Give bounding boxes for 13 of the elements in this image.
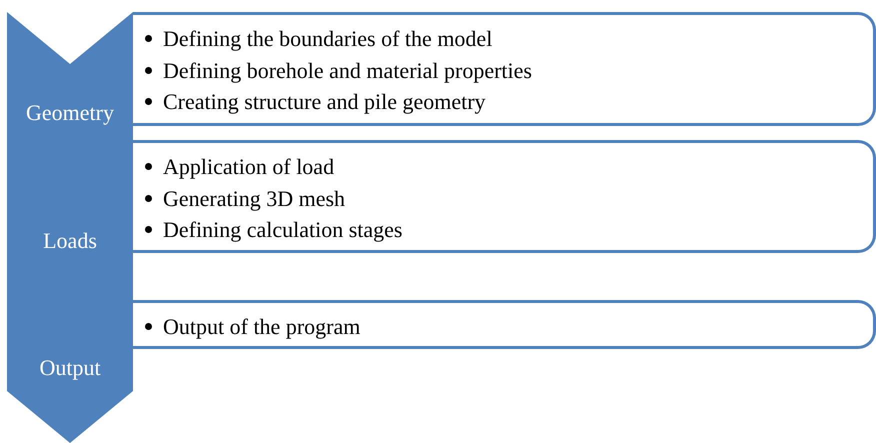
step-label: Geometry [25,100,115,126]
bullet-text: Defining borehole and material properties [163,56,532,85]
bullet-text: Defining the boundaries of the model [163,25,492,53]
content-panel [133,12,876,126]
content-panel [133,140,876,253]
step-label: Output [38,355,102,381]
bullet-text: Application of load [163,153,334,181]
bullet-text: Output of the program [163,313,360,341]
bullet-text: Defining calculation stages [163,216,402,244]
step-label: Loads [42,228,98,254]
bullet-text: Generating 3D mesh [163,184,346,213]
content-panel [133,300,876,349]
bullet-text: Creating structure and pile geometry [163,88,486,116]
